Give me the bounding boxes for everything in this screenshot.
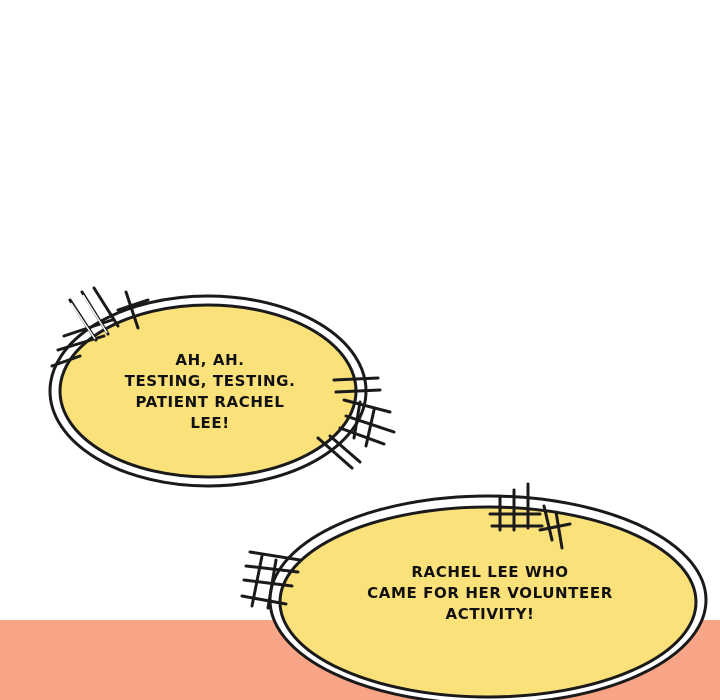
bubble-1-line: TESTING, TESTING. (124, 372, 296, 390)
bubble-2-line: RACHEL LEE WHO (411, 563, 569, 581)
speech-bubble-1-text: AH, AH. TESTING, TESTING. PATIENT RACHEL… (90, 350, 330, 434)
bubble-1-line: PATIENT RACHEL (135, 393, 285, 411)
bubble-1-line: AH, AH. (175, 351, 245, 369)
speech-bubble-1 (48, 286, 396, 488)
bubble-2-line: ACTIVITY! (445, 605, 535, 623)
speech-bubble-2-text: RACHEL LEE WHO CAME FOR HER VOLUNTEER AC… (340, 562, 640, 625)
bubble-2-line: CAME FOR HER VOLUNTEER (367, 584, 613, 602)
bubble-1-line: LEE! (190, 414, 230, 432)
speech-bubble-2 (240, 482, 708, 700)
